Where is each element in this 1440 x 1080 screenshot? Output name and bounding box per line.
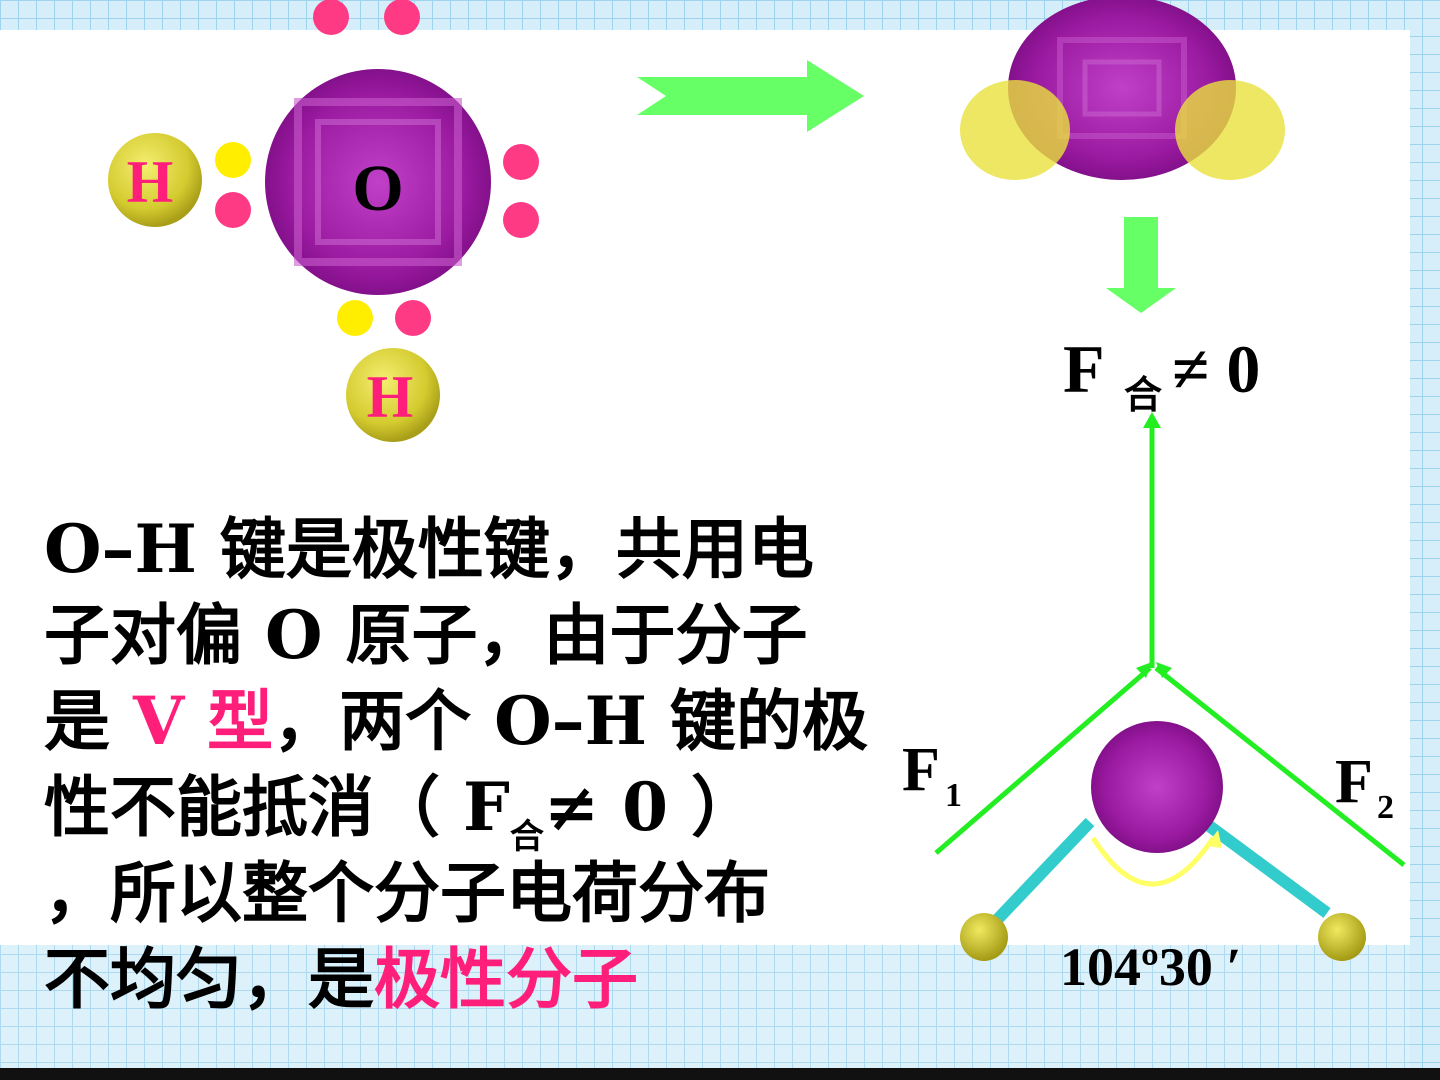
f1-vector (934, 666, 1152, 855)
f2-label: F (1335, 748, 1373, 816)
electron-dot (384, 0, 420, 35)
electron-dot (215, 142, 251, 178)
resultant-neq-zero: ≠ 0 (1172, 331, 1260, 407)
explanation-fragment: 性不能抵消（ F (44, 768, 510, 846)
explanation-line: 性不能抵消（ F合≠ 0 ） (44, 764, 844, 854)
explanation-fragment: 是 (44, 682, 110, 760)
arrowhead-icon (1143, 412, 1161, 428)
hydrogen-atom-left: H (108, 133, 202, 227)
electron-dot (503, 144, 539, 180)
oxygen-label: O (352, 152, 403, 225)
top-grid-band (0, 0, 1440, 30)
f1-subscript: 1 (945, 777, 962, 814)
oh-bond-right (1204, 820, 1331, 918)
f1-label: F (902, 736, 940, 804)
f2-vector (1154, 666, 1406, 867)
resultant-force-label: F 合 ≠ 0 (1063, 331, 1260, 417)
hydrogen-atom-small-left (960, 913, 1008, 961)
arrowhead-icon (1156, 662, 1172, 678)
bottom-grid-band (0, 945, 1440, 1070)
bond-angle-arc (1090, 836, 1216, 887)
electron-dot (503, 202, 539, 238)
oh-bond-left (990, 817, 1095, 927)
vector-diagram: F 1 F 2 104º30 ′ (902, 412, 1406, 997)
space-filling-model (960, 0, 1285, 180)
electron-dot (337, 300, 373, 336)
polar-molecule-highlight: 极性分子 (374, 940, 638, 1018)
bottom-edge (0, 1068, 1440, 1080)
f2-subscript: 2 (1377, 789, 1394, 826)
arrowhead-icon (1206, 830, 1222, 848)
explanation-fragment: ，两个 O–H 键的极 (273, 682, 868, 760)
v-shape-highlight: V 型 (110, 682, 274, 760)
explanation-line: 是 V 型，两个 O–H 键的极 (44, 678, 868, 764)
right-arrow-icon (637, 60, 864, 132)
explanation-subscript: 合 (509, 817, 544, 857)
electron-dot (313, 0, 349, 35)
oxygen-atom-small (1091, 721, 1223, 853)
resultant-sub: 合 (1124, 375, 1162, 417)
electron-dot (215, 192, 251, 228)
bond-angle-value: 104º30 ′ (1060, 937, 1242, 997)
explanation-line: ，所以整个分子电荷分布 (44, 854, 770, 932)
hydrogen-label-left: H (127, 149, 174, 215)
hydrogen-atom-bottom: H (346, 348, 440, 442)
explanation-text: O–H 键是极性键，共用电 子对偏 O 原子，由于分子 是 V 型，两个 O–H… (44, 506, 868, 1022)
right-grid-band (1410, 0, 1440, 1080)
resultant-f: F (1063, 331, 1105, 407)
arrowhead-icon (1136, 662, 1152, 678)
oxygen-atom: O (265, 69, 491, 295)
lewis-structure: O H H (108, 0, 539, 442)
explanation-fragment: ≠ 0 ） (543, 768, 758, 846)
hydrogen-label-bottom: H (367, 364, 414, 430)
hydrogen-atom-small-right (1318, 913, 1366, 961)
down-arrow-icon (1106, 217, 1176, 313)
electron-dot (395, 300, 431, 336)
explanation-line: O–H 键是极性键，共用电 (44, 510, 814, 588)
explanation-line: 子对偏 O 原子，由于分子 (44, 596, 808, 674)
explanation-fragment: 不均匀，是 (44, 940, 374, 1018)
explanation-line: 不均匀，是极性分子 (44, 936, 844, 1022)
